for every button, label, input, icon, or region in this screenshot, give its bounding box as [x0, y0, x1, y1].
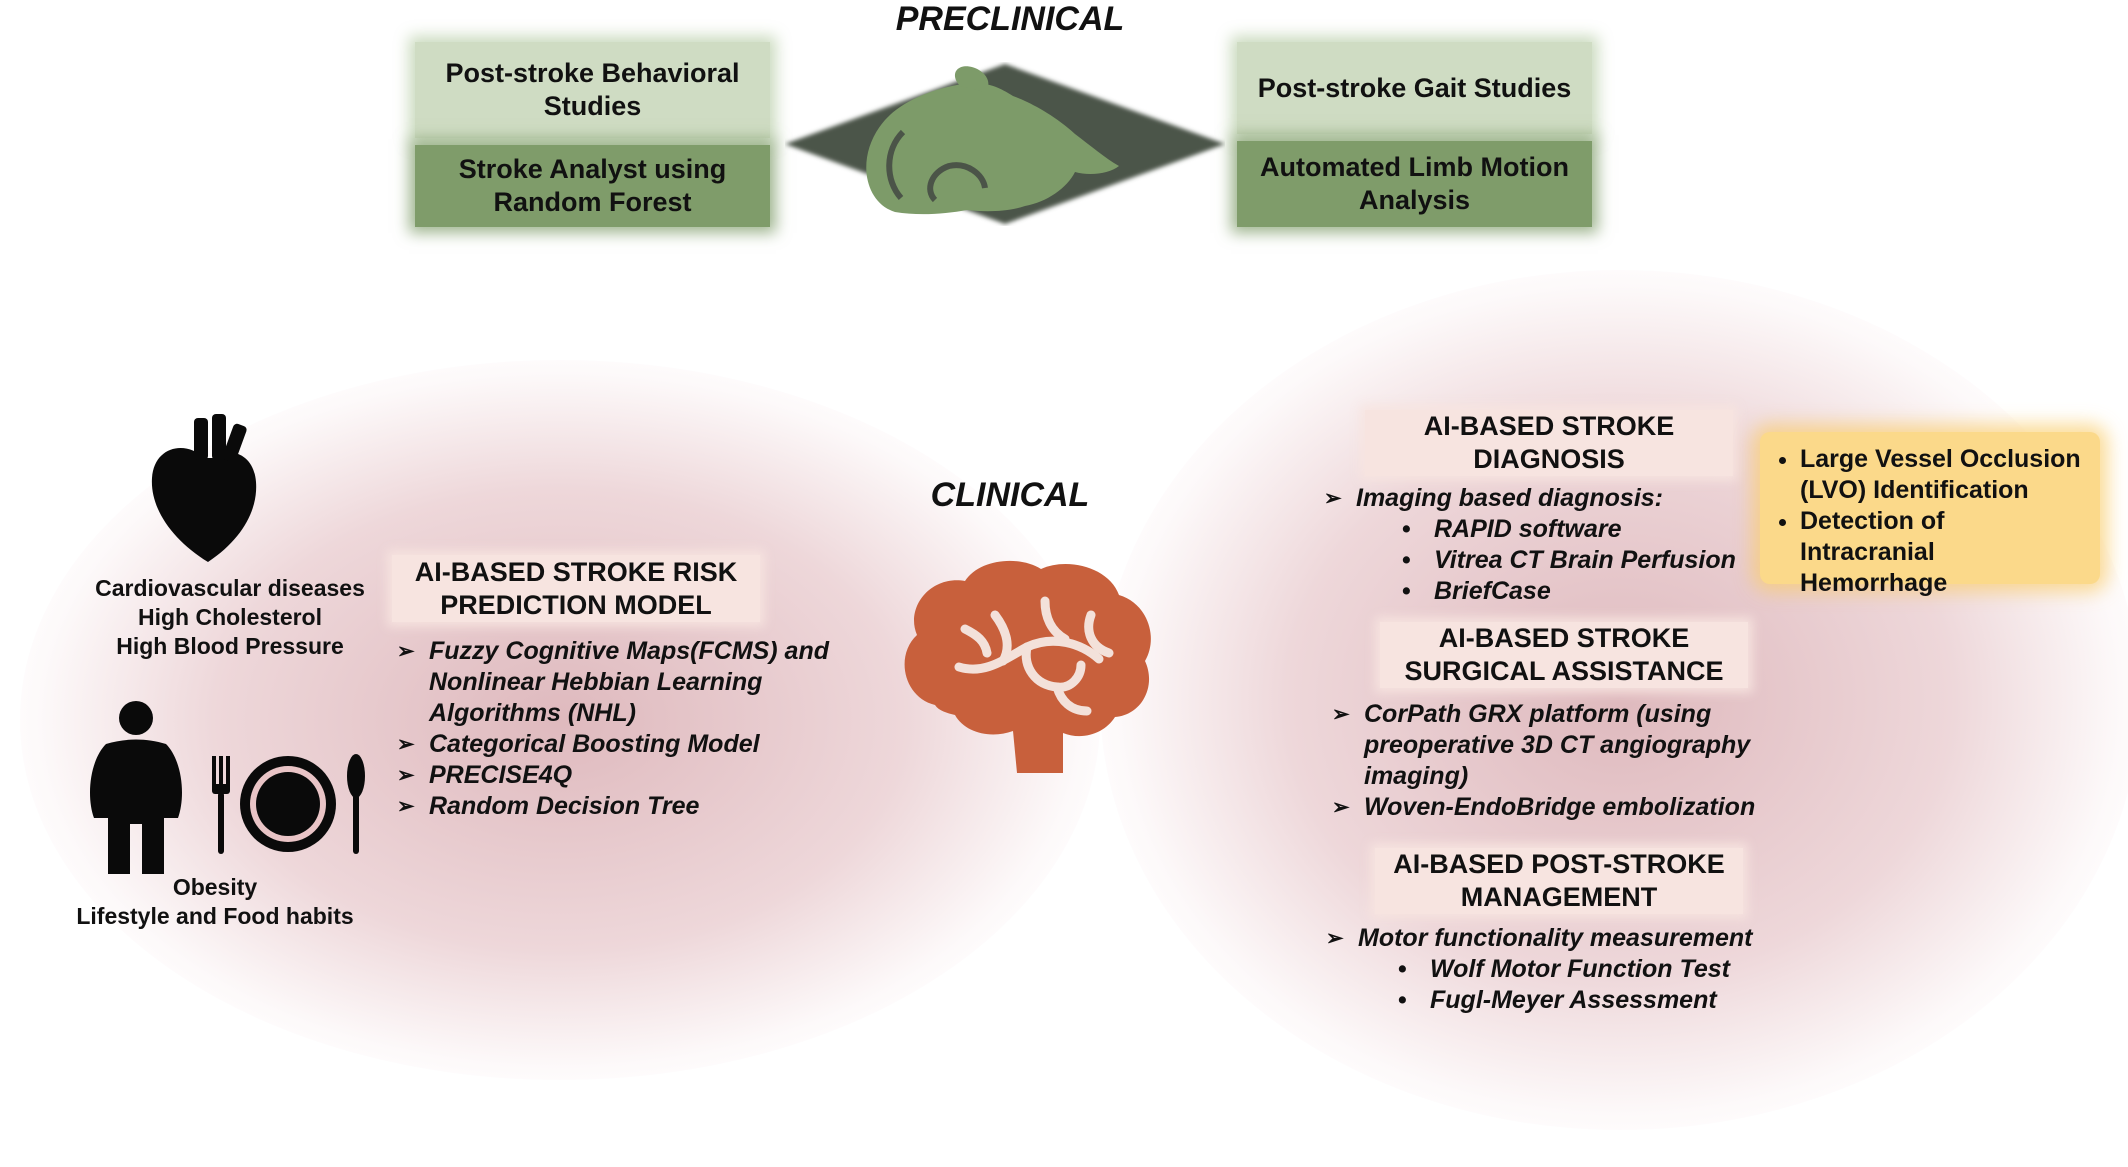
rat-icon — [866, 66, 1119, 215]
callout-item: Detection of Intracranial Hemorrhage — [1800, 506, 2086, 599]
obesity-caption-line: Lifestyle and Food habits — [76, 903, 354, 929]
management-title: AI-BASED POST-STROKE MANAGEMENT — [1375, 848, 1743, 914]
clinical-heading: CLINICAL — [930, 476, 1090, 514]
obesity-caption: Obesity Lifestyle and Food habits — [60, 873, 370, 931]
heart-caption-line: High Cholesterol — [137, 604, 322, 630]
surgical-item: Woven-EndoBridge embolization — [1332, 792, 1792, 823]
management-subitem: Fugl-Meyer Assessment — [1392, 985, 1786, 1016]
management-list: Motor functionality measurement Wolf Mot… — [1326, 923, 1786, 1016]
stroke-analyst-box: Stroke Analyst using Random Forest — [415, 145, 770, 227]
preclinical-heading: PRECLINICAL — [895, 0, 1125, 38]
diagnosis-title: AI-BASED STROKE DIAGNOSIS — [1365, 410, 1733, 476]
diagnosis-callout: Large Vessel Occlusion (LVO) Identificat… — [1760, 432, 2100, 597]
diagnosis-subitem: RAPID software — [1396, 514, 1764, 545]
risk-model-item: PRECISE4Q — [397, 760, 837, 791]
diagnosis-item: Imaging based diagnosis: — [1324, 483, 1764, 514]
rat-diamond-graphic — [785, 64, 1225, 224]
risk-model-item: Random Decision Tree — [397, 791, 837, 822]
management-subitem: Wolf Motor Function Test — [1392, 954, 1786, 985]
management-item: Motor functionality measurement — [1326, 923, 1786, 954]
risk-model-item: Categorical Boosting Model — [397, 729, 837, 760]
person-icon — [90, 701, 182, 874]
diagnosis-subitem: BriefCase — [1396, 576, 1764, 607]
surgical-list: CorPath GRX platform (using preoperative… — [1332, 699, 1792, 823]
diagnosis-list: Imaging based diagnosis: RAPID software … — [1324, 483, 1764, 607]
heart-caption: Cardiovascular diseases High Cholesterol… — [70, 574, 390, 661]
diagnosis-subitem: Vitrea CT Brain Perfusion — [1396, 545, 1764, 576]
heart-caption-line: High Blood Pressure — [116, 633, 344, 659]
obesity-caption-line: Obesity — [172, 874, 258, 900]
risk-model-title: AI-BASED STROKE RISK PREDICTION MODEL — [392, 555, 760, 622]
callout-item: Large Vessel Occlusion (LVO) Identificat… — [1800, 444, 2086, 506]
risk-model-list: Fuzzy Cognitive Maps(FCMS) and Nonlinear… — [397, 636, 837, 822]
gait-studies-box: Post-stroke Gait Studies — [1237, 42, 1592, 134]
surgical-item: CorPath GRX platform (using preoperative… — [1332, 699, 1774, 792]
risk-model-item: Fuzzy Cognitive Maps(FCMS) and Nonlinear… — [397, 636, 837, 729]
heart-caption-line: Cardiovascular diseases — [95, 575, 365, 601]
brain-icon — [904, 560, 1151, 773]
plate-cutlery-icon — [212, 754, 365, 854]
surgical-title: AI-BASED STROKE SURGICAL ASSISTANCE — [1380, 622, 1748, 688]
behavioral-studies-box: Post-stroke Behavioral Studies — [415, 42, 770, 138]
limb-motion-box: Automated Limb Motion Analysis — [1237, 141, 1592, 227]
heart-icon — [151, 414, 257, 562]
